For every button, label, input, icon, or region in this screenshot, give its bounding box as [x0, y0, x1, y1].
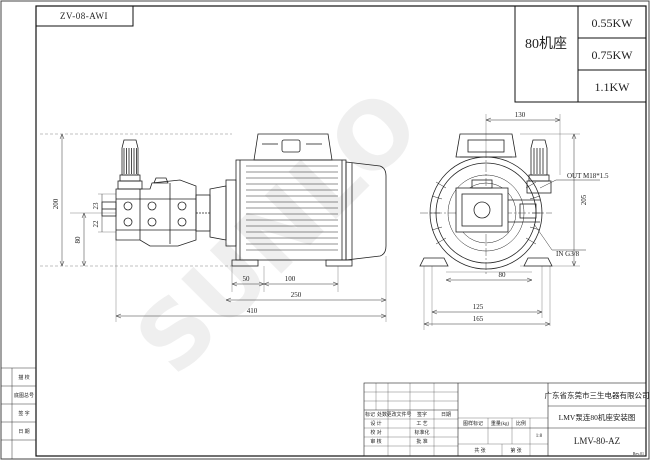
- inlet-port-label: IN G3/8: [556, 250, 580, 258]
- title-block: [363, 382, 647, 457]
- sheet-id: ZV-08-AWI: [60, 11, 108, 21]
- meta-label: 图样标记: [463, 420, 483, 427]
- inner-border: [35, 5, 647, 457]
- power-rating: 1.1KW: [595, 80, 631, 94]
- front-view: [101, 133, 387, 267]
- revision-label: Rev.01: [633, 451, 644, 456]
- power-spec-table: 80机座 0.55KW 0.75KW 1.1KW: [514, 5, 647, 103]
- role-label: 标准化: [414, 429, 429, 436]
- dim-foot-width: 125: [473, 303, 484, 311]
- meta-label: 共 张: [474, 447, 485, 454]
- power-rating: 0.55KW: [592, 16, 634, 30]
- header-label: 处数: [377, 411, 387, 418]
- header-label: 签字: [417, 411, 427, 418]
- meta-label: 重量(kg): [491, 420, 510, 427]
- title-block-text: 广东省东莞市三生电器有限公司 LMV泵连80机座安装图 LMV-80-AZ 标记…: [365, 390, 650, 454]
- watermark: SUNLO: [116, 71, 440, 395]
- power-rating: 0.75KW: [592, 48, 634, 62]
- dim-small-b: 23: [92, 202, 100, 210]
- meta-label: 第 张: [510, 447, 521, 454]
- scale-value: 1:8: [536, 434, 543, 439]
- role-label: 工 艺: [416, 421, 427, 427]
- drawing-name: LMV泵连80机座安装图: [559, 412, 636, 422]
- dim-total-height: 200: [52, 198, 60, 209]
- terminal-box: [253, 133, 333, 161]
- header-label: 日期: [441, 412, 451, 418]
- dim-shaft-height: 80: [74, 236, 82, 244]
- meta-label: 比例: [516, 420, 526, 427]
- header-label: 标记: [365, 411, 375, 418]
- motor-base-label: 80机座: [525, 36, 567, 52]
- front-view-dimension-labels: 200 80 22 23 50 100 250 410: [52, 198, 302, 315]
- outlet-port-label: OUT M18*1.5: [567, 172, 609, 180]
- dim-bolt-offset: 50: [243, 275, 251, 283]
- dim-top-width: 130: [515, 111, 526, 119]
- header-label: 更改文件号: [386, 411, 411, 418]
- dim-base-width: 165: [473, 315, 484, 323]
- margin-label: 日 期: [18, 429, 29, 435]
- margin-label: 描 校: [18, 374, 29, 381]
- drawing-code: LMV-80-AZ: [574, 436, 620, 446]
- dim-foot-spacing: 80: [499, 271, 507, 279]
- dim-bolt-spacing: 100: [285, 275, 296, 283]
- role-label: 校 对: [370, 429, 381, 436]
- dim-small-a: 22: [92, 220, 100, 228]
- side-view-dimensions: [423, 114, 600, 330]
- margin-label: 底图总号: [14, 392, 34, 399]
- side-pump-head: [455, 179, 540, 233]
- front-view-dimensions: [40, 133, 387, 322]
- role-label: 审 核: [370, 438, 381, 445]
- pump-body: [101, 177, 211, 247]
- side-view: [419, 133, 553, 276]
- role-label: 批 准: [416, 438, 427, 445]
- company-name: 广东省东莞市三生电器有限公司: [545, 390, 650, 400]
- side-valve-cap: [526, 139, 552, 194]
- margin-label: 签 字: [18, 410, 29, 417]
- role-label: 设 计: [370, 420, 381, 427]
- side-view-dimension-labels: 130 205 80 125 165 OUT M18*1.5 IN G3/8: [473, 111, 609, 323]
- motor-feet: [231, 259, 353, 267]
- left-margin-strip: [1, 367, 36, 459]
- unloader-valve-cap: [117, 139, 143, 190]
- dim-right-height: 205: [580, 194, 588, 205]
- sheet-id-box: [35, 5, 134, 27]
- dim-overall-length: 410: [247, 307, 258, 315]
- dim-motor-length: 250: [291, 291, 302, 299]
